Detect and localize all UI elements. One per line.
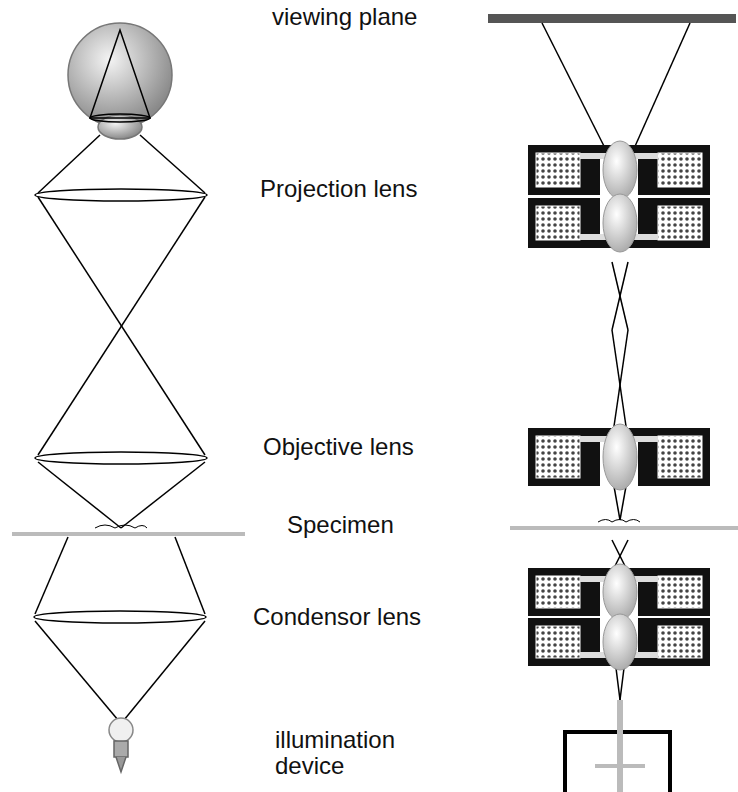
lens-field — [603, 141, 637, 199]
lens-label: Projection lens — [260, 176, 417, 202]
plane-label: viewing plane — [272, 4, 417, 30]
lens-field — [603, 424, 637, 490]
lens-field — [603, 194, 637, 252]
source-label: illumination device — [275, 727, 435, 779]
specimen-label: Specimen — [287, 512, 394, 538]
lens-label: Condensor lens — [253, 604, 421, 630]
light-microscope — [12, 23, 245, 772]
lens-label: Objective lens — [263, 434, 414, 460]
lens-field — [603, 564, 637, 620]
electron-microscope — [488, 14, 738, 792]
lens-field — [603, 614, 637, 670]
